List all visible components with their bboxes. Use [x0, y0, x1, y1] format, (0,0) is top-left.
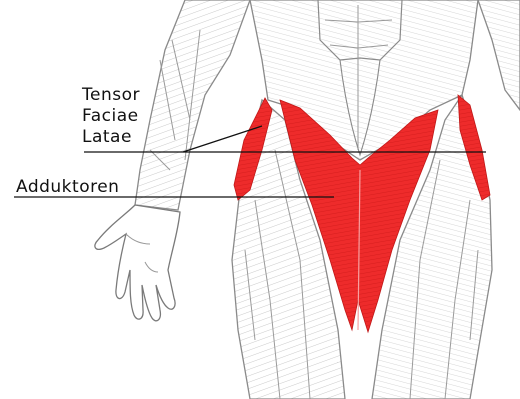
- tensor-fasciae-latae-label: Tensor Faciae Latae: [82, 85, 140, 148]
- adductors-label: Adduktoren: [16, 177, 119, 198]
- tensor-label-line-1: Tensor: [82, 85, 140, 106]
- left-hand-figure: [95, 205, 180, 321]
- tensor-label-line-2: Faciae: [82, 106, 140, 127]
- right-arm-figure: [478, 0, 520, 110]
- left-arm-figure: [135, 0, 250, 210]
- tensor-label-line-3: Latae: [82, 127, 140, 148]
